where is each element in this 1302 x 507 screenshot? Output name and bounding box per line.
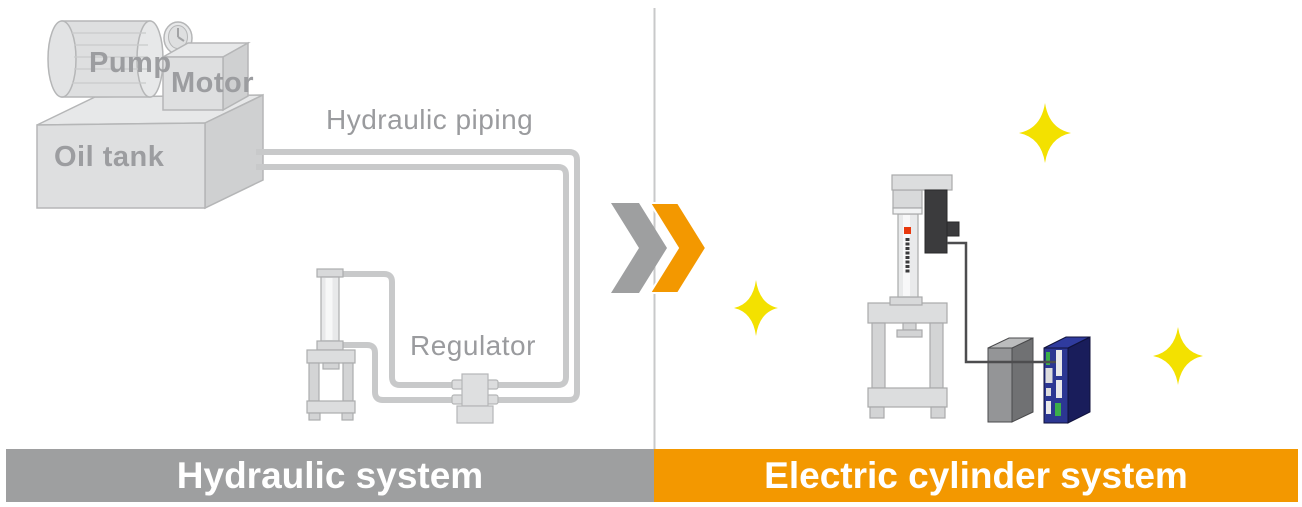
motor-box <box>160 41 251 112</box>
pump-unit <box>47 20 193 98</box>
hydraulic-piping-label: Hydraulic piping <box>326 104 534 135</box>
sparkle-icon <box>1019 103 1071 163</box>
oil-tank-label: Oil tank <box>54 141 165 173</box>
gauge-icon <box>163 21 193 55</box>
oil-tank <box>36 93 264 210</box>
controller-box <box>1043 336 1091 424</box>
hydraulic-pipes <box>256 149 580 403</box>
pump-label: Pump <box>89 47 172 79</box>
regulator-valve <box>451 373 499 424</box>
electric-cylinder <box>889 174 953 306</box>
double-chevron-right-icon <box>611 202 708 294</box>
motor-label: Motor <box>171 67 255 99</box>
sparkle-icon <box>734 280 778 336</box>
hydraulic-cylinder-press <box>306 268 356 421</box>
junction-box <box>987 337 1034 423</box>
hydraulic-system-banner: Hydraulic system <box>6 449 654 502</box>
motor-cable <box>947 241 1056 364</box>
cylinder-brand-label <box>904 227 911 274</box>
electric-cylinder-system-banner: Electric cylinder system <box>654 449 1298 502</box>
servo-motor <box>924 189 960 254</box>
pump-body-lines <box>72 32 148 84</box>
regulator-label: Regulator <box>410 330 536 361</box>
electric-press-frame <box>867 302 948 419</box>
controller-front-connectors <box>1045 350 1062 416</box>
sparkle-icon <box>1153 327 1203 385</box>
